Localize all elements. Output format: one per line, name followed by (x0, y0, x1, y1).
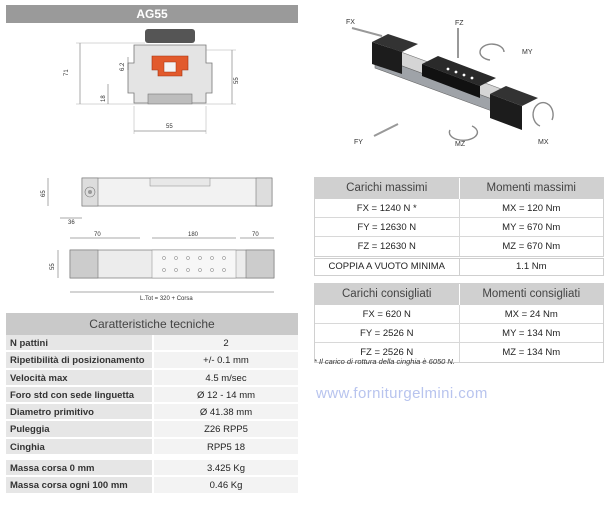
dim-side-offset: 36 (68, 220, 75, 226)
axes-illustration: FX FZ MY FY MZ MX (346, 19, 554, 148)
specs-title: Caratteristiche tecniche (6, 313, 298, 335)
max-loads-header: Carichi massimi (346, 182, 428, 194)
spec-row: Ripetibilità di posizionamento+/- 0.1 mm (6, 352, 298, 370)
rec-loads-header: Carichi consigliati (342, 288, 432, 300)
max-loads-table: Carichi massimi Momenti massimi FX = 124… (314, 177, 604, 257)
dim-top-right: 70 (252, 232, 259, 238)
dim-top-height: 55 (50, 263, 56, 270)
dim-top-center: 180 (188, 232, 199, 238)
footnote: * Il carico di rottura della cinghia è 6… (314, 357, 455, 366)
model-title: AG55 (6, 5, 298, 23)
axis-mz: MZ (455, 141, 466, 148)
dim-total-length: L.Tot = 320 + Corsa (140, 296, 193, 302)
cross-section-drawing: 71 55 6.2 18 55 (64, 29, 240, 134)
axis-fx: FX (346, 19, 355, 26)
profile-base (147, 93, 193, 105)
watermark-url: www.forniturgelmini.com (316, 385, 488, 402)
top-view-drawing: 70 180 70 55 L.Tot = 320 + Corsa (50, 232, 275, 302)
dim-height-low: 18 (101, 95, 107, 102)
dim-height-right: 55 (234, 77, 240, 84)
torque-value: 1.1 Nm (458, 259, 604, 275)
table-row: FX = 1240 N *MX = 120 Nm (315, 199, 603, 218)
recommended-loads-table: Carichi consigliati Momenti consigliati … (314, 283, 604, 363)
axis-fz: FZ (455, 20, 464, 27)
dim-side-height: 65 (41, 190, 47, 197)
torque-label: COPPIA A VUOTO MINIMA (328, 261, 446, 272)
dim-width: 55 (166, 124, 173, 130)
rec-moments-header: Momenti consigliati (458, 284, 604, 305)
dim-height-total: 71 (64, 69, 70, 76)
max-moments-header: Momenti massimi (458, 178, 604, 199)
dim-height-mid: 6.2 (120, 62, 126, 71)
side-view-drawing: 65 36 (41, 177, 273, 226)
dim-top-left: 70 (94, 232, 101, 238)
rail (163, 61, 177, 73)
axis-mx: MX (538, 139, 549, 146)
axis-my: MY (522, 49, 533, 56)
carriage-top (145, 29, 195, 43)
torque-row: COPPIA A VUOTO MINIMA 1.1 Nm (314, 258, 604, 276)
axis-fy: FY (354, 139, 363, 146)
